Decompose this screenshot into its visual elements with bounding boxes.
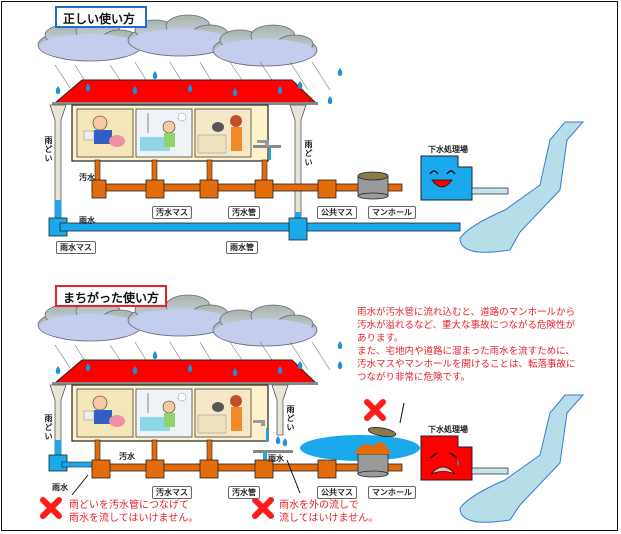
manhole-label: マンホール bbox=[368, 206, 416, 219]
warning-downspout-text: 雨どいを汚水管につなげて 雨水を流してはいけません。 bbox=[69, 500, 199, 524]
sewage-pipe bbox=[91, 183, 403, 192]
correct-scene bbox=[37, 14, 585, 253]
sewage-basins bbox=[91, 159, 337, 199]
warning-outside-sink-text: 雨水を外の流しで 流してはいけません。 bbox=[279, 500, 379, 524]
cloud bbox=[212, 304, 318, 347]
downspout-right bbox=[271, 384, 289, 446]
treatment-plant-sad bbox=[420, 435, 473, 481]
faucet bbox=[253, 420, 293, 465]
manhole-label: マンホール bbox=[368, 486, 416, 499]
cloud bbox=[212, 24, 318, 67]
pointer-arrows bbox=[71, 402, 405, 496]
wrong-usage-title: まちがった使い方 bbox=[55, 285, 167, 307]
treatment-plant-label: 下水処理場 bbox=[428, 145, 468, 154]
warning-main-text: 雨水が汚水管に流れ込むと、道路のマンホールから 汚水が溢れるなど、重大な事故につ… bbox=[357, 307, 576, 383]
house-rooms bbox=[71, 384, 269, 442]
correct-usage-title: 正しい使い方 bbox=[55, 6, 147, 28]
rain-label: 雨水 bbox=[268, 454, 284, 463]
x-mark-icon bbox=[40, 497, 62, 519]
sewage-basins bbox=[91, 439, 337, 479]
sewage-basin-label: 汚水マス bbox=[152, 486, 192, 499]
treatment-plant-label: 下水処理場 bbox=[428, 425, 468, 434]
downspout-label: 雨どい bbox=[286, 405, 295, 432]
sewage-label: 汚水 bbox=[119, 452, 135, 461]
rain-label: 雨水 bbox=[79, 216, 95, 225]
downspout-left bbox=[48, 384, 93, 472]
public-basin-label: 公共マス bbox=[317, 206, 357, 219]
sewage-pipe-label: 汚水管 bbox=[228, 206, 260, 219]
roof bbox=[53, 359, 318, 384]
x-mark-icon bbox=[364, 399, 386, 421]
rain-pipe bbox=[48, 217, 461, 241]
river bbox=[459, 121, 585, 253]
downspout-label: 雨どい bbox=[304, 140, 313, 167]
manhole bbox=[357, 171, 389, 200]
rain-label: 雨水 bbox=[52, 483, 68, 492]
wrong-scene bbox=[37, 294, 585, 523]
downspout-label: 雨どい bbox=[44, 136, 53, 163]
rain-pipe-label: 雨水管 bbox=[226, 241, 258, 254]
sewage-label: 汚水 bbox=[79, 173, 95, 182]
public-basin bbox=[317, 179, 337, 199]
downspout-label: 雨どい bbox=[44, 414, 53, 441]
x-mark-icon bbox=[252, 497, 274, 519]
sewage-basin-label: 汚水マス bbox=[152, 206, 192, 219]
treatment-plant-happy bbox=[420, 155, 473, 201]
roof bbox=[53, 79, 318, 104]
rain-basin-label: 雨水マス bbox=[56, 241, 96, 254]
public-basin-label: 公共マス bbox=[317, 486, 357, 499]
house-rooms bbox=[71, 104, 269, 162]
manhole-lid bbox=[367, 426, 397, 438]
sewage-pipe bbox=[91, 463, 403, 472]
river bbox=[459, 394, 585, 523]
public-basin bbox=[317, 459, 337, 479]
sewage-pipe-label: 汚水管 bbox=[228, 486, 260, 499]
manhole-overflow bbox=[355, 426, 397, 478]
faucet bbox=[253, 140, 281, 160]
